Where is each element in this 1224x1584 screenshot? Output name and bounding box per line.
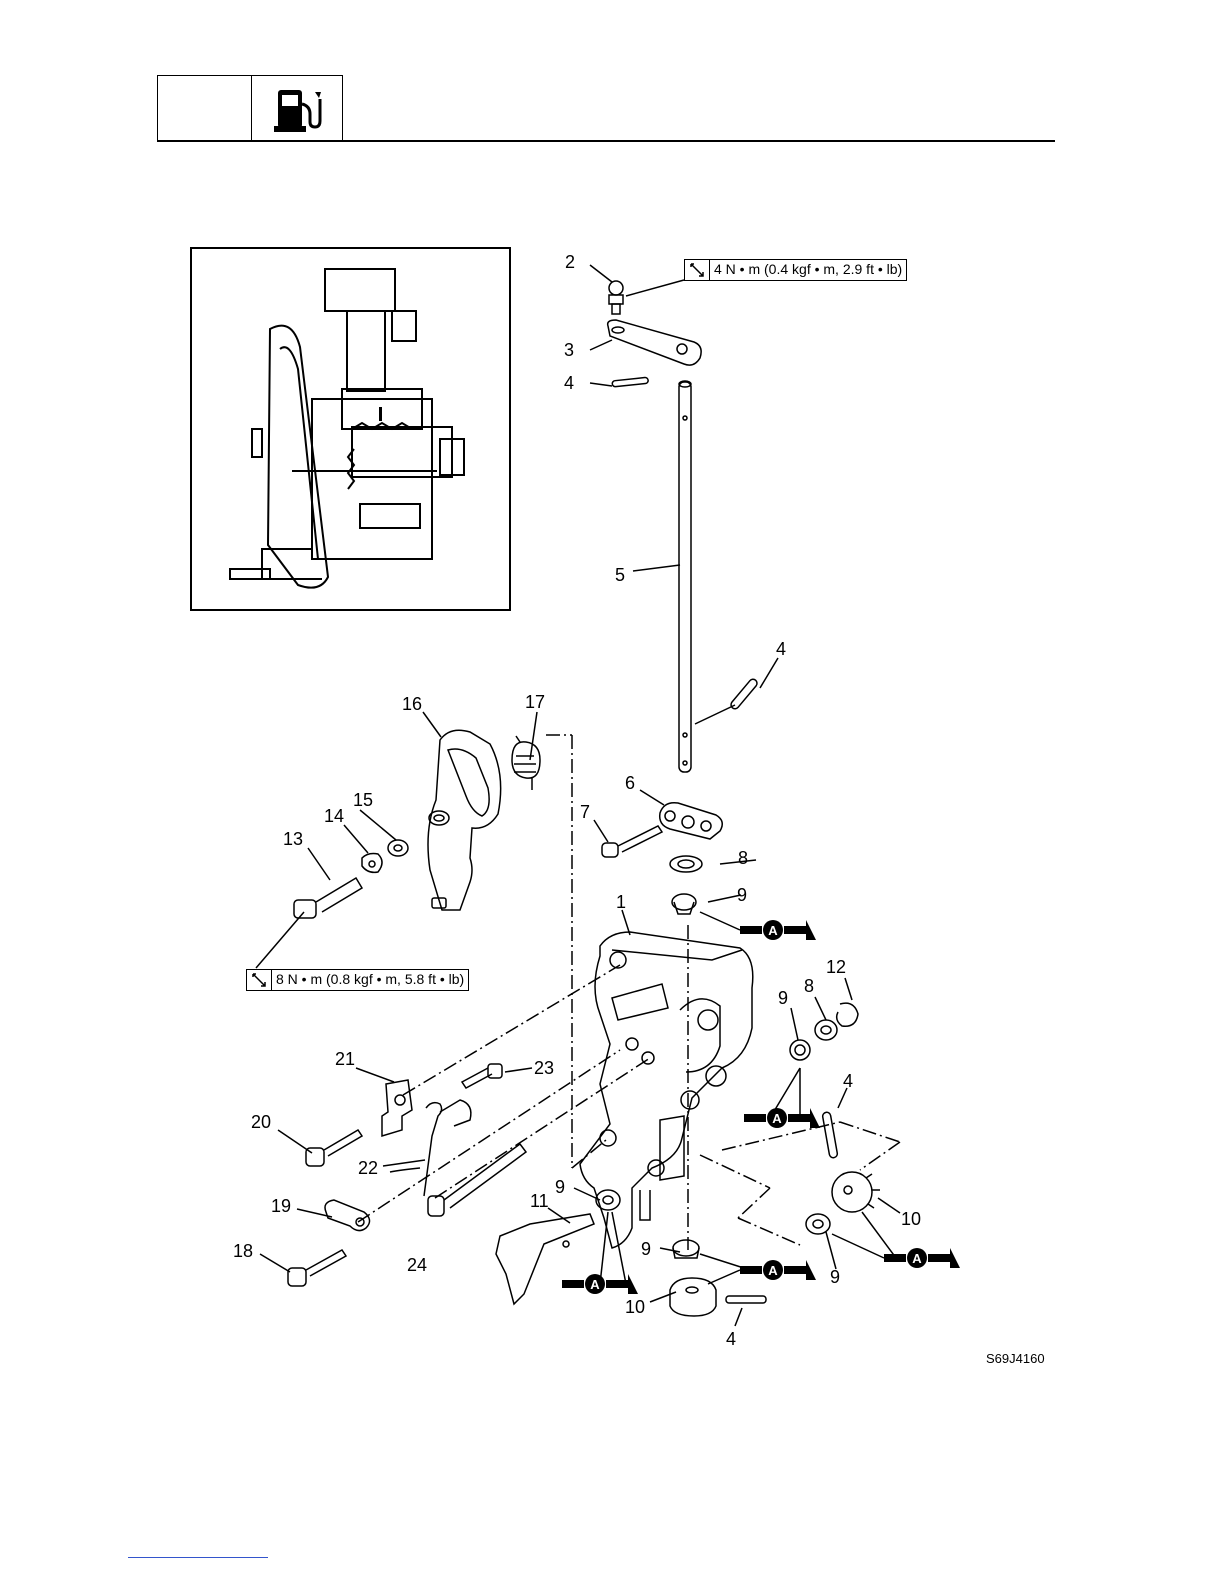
- footer-link-line: [128, 1557, 268, 1558]
- part-label: 23: [534, 1059, 554, 1077]
- torque-spec-bolt-13: 8 N • m (0.8 kgf • m, 5.8 ft • lb): [246, 969, 469, 991]
- svg-text:A: A: [772, 1111, 782, 1126]
- part-label: 18: [233, 1242, 253, 1260]
- part-label: 1: [616, 893, 626, 911]
- part-label: 14: [324, 807, 344, 825]
- part-label: 19: [271, 1197, 291, 1215]
- svg-text:A: A: [768, 1263, 778, 1278]
- svg-text:A: A: [590, 1277, 600, 1292]
- part-label: 4: [564, 374, 574, 392]
- part-label: 4: [726, 1330, 736, 1348]
- part-label: 8: [804, 977, 814, 995]
- part-label: 24: [407, 1256, 427, 1274]
- part-label: 17: [525, 693, 545, 711]
- part-label: 5: [615, 566, 625, 584]
- part-label: 9: [737, 886, 747, 904]
- part-label: 20: [251, 1113, 271, 1131]
- torque-spec-top: 4 N • m (0.4 kgf • m, 2.9 ft • lb): [684, 259, 907, 281]
- part-label: 7: [580, 803, 590, 821]
- part-label: 13: [283, 830, 303, 848]
- part-label: 10: [901, 1210, 921, 1228]
- part-label: 10: [625, 1298, 645, 1316]
- part-label: 15: [353, 791, 373, 809]
- part-label: 3: [564, 341, 574, 359]
- torque-wrench-icon: [247, 970, 272, 990]
- torque-spec-text: 4 N • m (0.4 kgf • m, 2.9 ft • lb): [710, 260, 906, 280]
- lube-markers: A A A A A: [562, 920, 960, 1294]
- figure-code: S69J4160: [986, 1351, 1045, 1366]
- part-label: 16: [402, 695, 422, 713]
- part-label: 22: [358, 1159, 378, 1177]
- part-label: 9: [641, 1240, 651, 1258]
- part-label: 9: [778, 989, 788, 1007]
- part-label: 11: [530, 1192, 549, 1210]
- part-label: 4: [776, 640, 786, 658]
- part-label: 9: [555, 1178, 565, 1196]
- svg-text:A: A: [912, 1251, 922, 1266]
- part-label: 6: [625, 774, 635, 792]
- part-label: 12: [826, 958, 846, 976]
- svg-text:A: A: [768, 923, 778, 938]
- part-label: 2: [565, 253, 575, 271]
- part-label: 4: [843, 1072, 853, 1090]
- part-label: 21: [335, 1050, 355, 1068]
- part-label: 9: [830, 1268, 840, 1286]
- torque-spec-text: 8 N • m (0.8 kgf • m, 5.8 ft • lb): [272, 970, 468, 990]
- part-label: 8: [738, 849, 748, 867]
- torque-wrench-icon: [685, 260, 710, 280]
